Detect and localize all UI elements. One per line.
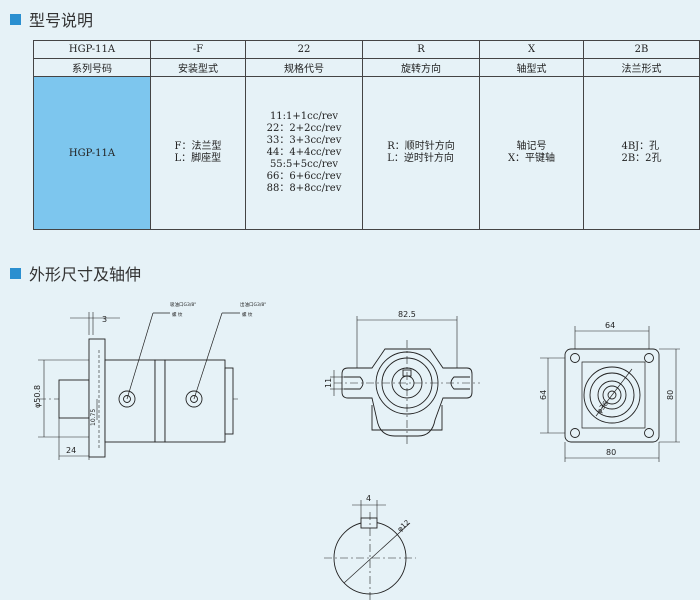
dim-shaft-key: 4 [366, 494, 371, 503]
dim-side-offset: 10.75 [90, 409, 97, 426]
port-sub-inlet: 螺 纹 [172, 311, 183, 318]
code-cell: R [362, 40, 480, 59]
section-title-text: 外形尺寸及轴伸 [29, 265, 142, 284]
bullet-square-icon [10, 267, 21, 279]
dim-front-width: 82.5 [398, 310, 416, 319]
section-title-dimensions: 外形尺寸及轴伸 [10, 261, 141, 285]
name-cell: 规格代号 [245, 58, 363, 77]
name-cell: 轴型式 [479, 58, 584, 77]
series-cell: HGP-11A [33, 76, 151, 230]
displacement-option: 55:5+5cc/rev [269, 159, 339, 170]
displacement-option: 11:1+1cc/rev [269, 111, 339, 122]
shaft-option: 轴记号 [516, 141, 547, 152]
port-sub-outlet: 螺 纹 [242, 311, 253, 318]
name-cell: 安装型式 [150, 58, 246, 77]
port-label-outlet: 出油口G3/8" [240, 301, 266, 308]
table-row-codes: HGP-11A -F 22 R X 2B [33, 40, 700, 59]
dim-side-bottom: 24 [66, 446, 76, 455]
table-row-names: 系列号码 安装型式 规格代号 旋转方向 轴型式 法兰形式 [33, 58, 700, 77]
dim-rear-bottom: 80 [606, 448, 616, 457]
dim-side-dia: φ50.8 [33, 385, 42, 408]
mount-option: F：法兰型 [174, 141, 222, 152]
flange-cell: 4BJ：孔 2B：2孔 [583, 76, 700, 230]
displacement-option: 22：2+2cc/rev [266, 123, 342, 134]
table-row-options: HGP-11A F：法兰型 L：脚座型 11:1+1cc/rev 22：2+2c… [33, 76, 700, 230]
flange-option: 2B：2孔 [621, 153, 662, 164]
dim-side-top: 3 [102, 315, 107, 324]
rotation-option: R：顺时针方向 [387, 141, 455, 152]
flange-option: 4BJ：孔 [621, 141, 660, 152]
series-value: HGP-11A [68, 147, 116, 159]
displacement-cell: 11:1+1cc/rev 22：2+2cc/rev 33：3+3cc/rev 4… [245, 76, 363, 230]
rotation-cell: R：顺时针方向 L：逆时针方向 [362, 76, 480, 230]
front-view-drawing [330, 316, 480, 445]
dim-rear-right: 80 [666, 390, 675, 400]
displacement-option: 33：3+3cc/rev [266, 135, 342, 146]
displacement-option: 66：6+6cc/rev [266, 171, 342, 182]
shaft-end-drawing [324, 500, 416, 600]
section-title-model: 型号说明 [10, 7, 93, 31]
rotation-option: L：逆时针方向 [387, 153, 454, 164]
dim-rear-top: 64 [605, 321, 615, 330]
displacement-option: 88：8+8cc/rev [266, 183, 342, 194]
shaft-option: X：平键轴 [507, 153, 556, 164]
port-label-inlet: 吸油口G3/8" [170, 301, 196, 308]
rear-view-drawing [540, 326, 680, 462]
bullet-square-icon [10, 13, 21, 25]
dim-front-slot: 11 [324, 378, 333, 388]
code-cell: 22 [245, 40, 363, 59]
displacement-option: 44：4+4cc/rev [266, 147, 342, 158]
code-cell: 2B [583, 40, 700, 59]
dim-rear-left: 64 [539, 390, 548, 400]
side-view-drawing [38, 312, 240, 460]
model-table: HGP-11A -F 22 R X 2B 系列号码 安装型式 规格代号 旋转方向… [33, 40, 700, 230]
mount-option: L：脚座型 [174, 153, 222, 164]
code-cell: -F [150, 40, 246, 59]
name-cell: 系列号码 [33, 58, 151, 77]
shaft-cell: 轴记号 X：平键轴 [479, 76, 584, 230]
section-title-text: 型号说明 [29, 11, 94, 30]
dim-shaft-dia: φ12 [396, 518, 411, 533]
